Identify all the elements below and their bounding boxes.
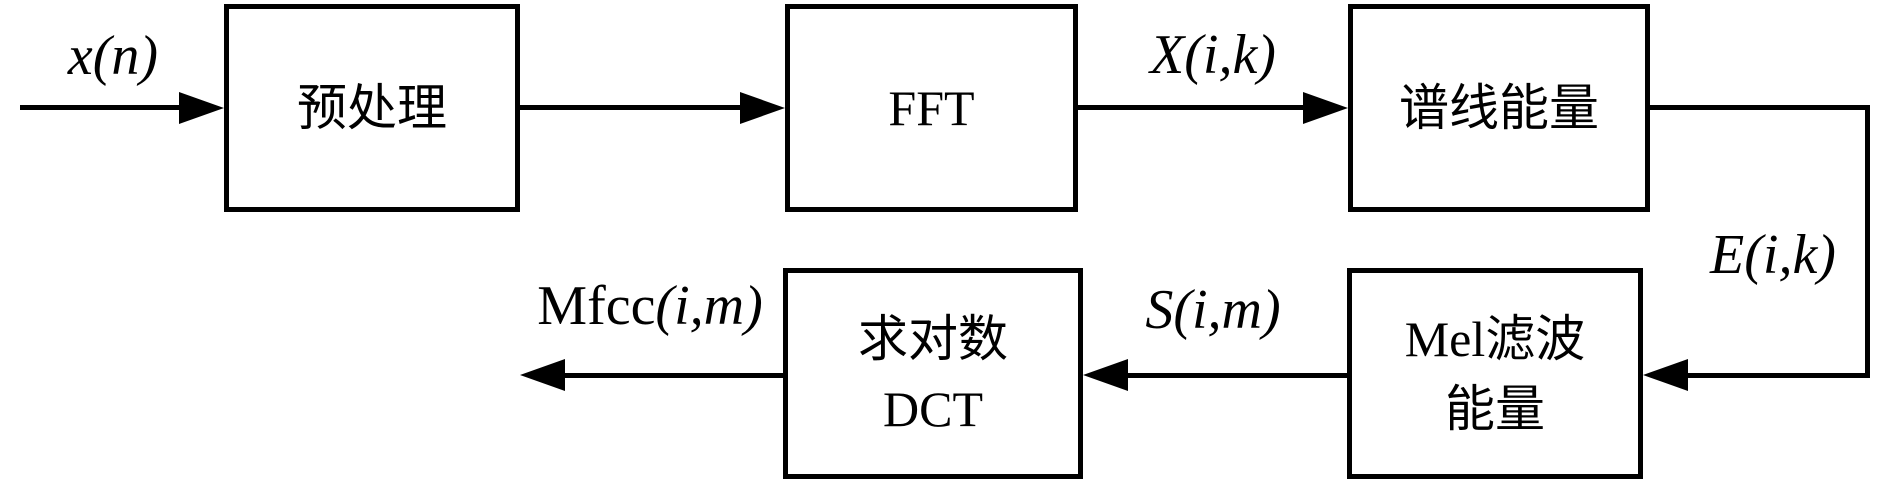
signal-label-input: x(n) (68, 24, 158, 88)
signal-label-mfcc-output: Mfcc(i,m) (537, 274, 762, 338)
signal-mfcc-output-math: (i,m) (655, 275, 763, 337)
signal-mel-output-math: S(i,m) (1145, 279, 1281, 341)
connector-spectral-to-mel-bottom-segment (1688, 373, 1870, 378)
output-arrowhead-left-icon (520, 359, 565, 391)
connector-output-shaft (565, 373, 783, 378)
connector-spectral-to-mel-vertical-segment (1865, 105, 1870, 378)
box-spectral-energy: 谱线能量 (1348, 4, 1650, 212)
box-fft: FFT (785, 4, 1078, 212)
connector-input-shaft (20, 105, 179, 110)
box-mel-filter-label-line1: Mel滤波 (1404, 310, 1586, 367)
signal-mfcc-output-prefix: Mfcc (537, 275, 656, 337)
box-log-dct: 求对数 DCT (783, 268, 1083, 479)
connector-preprocess-to-fft-shaft (520, 105, 740, 110)
box-mel-filter-label-line2: 能量 (1445, 380, 1545, 437)
preprocess-to-fft-arrowhead-right-icon (740, 92, 785, 124)
signal-label-mel-output: S(i,m) (1145, 278, 1280, 342)
connector-mel-to-logdct-shaft (1128, 373, 1347, 378)
mel-to-logdct-arrowhead-left-icon (1083, 359, 1128, 391)
connector-spectral-to-mel-top-segment (1645, 105, 1870, 110)
box-spectral-energy-label: 谱线能量 (1399, 80, 1599, 136)
signal-fft-output-math: X(i,k) (1150, 24, 1276, 86)
spectral-to-mel-arrowhead-left-icon (1643, 359, 1688, 391)
input-arrowhead-right-icon (179, 92, 224, 124)
signal-input-math: x(n) (67, 25, 159, 87)
fft-to-spectral-arrowhead-right-icon (1303, 92, 1348, 124)
connector-fft-to-spectral-shaft (1078, 105, 1303, 110)
box-log-dct-label-line1: 求对数 (858, 310, 1008, 367)
box-log-dct-label-line2: DCT (883, 380, 983, 437)
box-mel-filter: Mel滤波 能量 (1347, 268, 1643, 479)
signal-label-spectral-output: E(i,k) (1710, 223, 1836, 287)
box-preprocess: 预处理 (224, 4, 520, 212)
signal-spectral-output-math: E(i,k) (1710, 224, 1836, 286)
box-preprocess-label: 预处理 (297, 80, 447, 136)
signal-label-fft-output: X(i,k) (1150, 23, 1276, 87)
box-fft-label: FFT (888, 80, 975, 136)
